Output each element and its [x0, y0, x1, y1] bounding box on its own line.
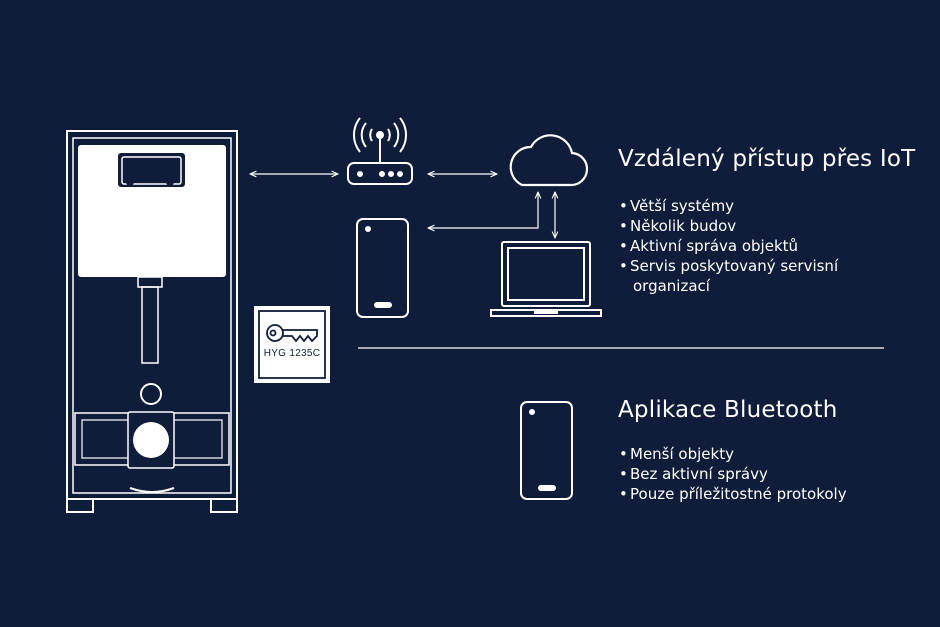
brand-logo: TECE — [160, 247, 203, 264]
list-item: Pouze příležitostné protokoly — [618, 484, 918, 504]
list-item-text: Servis poskytovaný servisní — [630, 257, 839, 275]
phone-cloud-arrow — [428, 192, 538, 228]
list-item: Servis poskytovaný servisní organizací — [618, 256, 918, 296]
laptop-icon — [490, 241, 602, 317]
list-item: Několik budov — [618, 216, 918, 236]
router-icon — [347, 117, 413, 185]
smartphone-icon — [356, 218, 409, 318]
device-label: HYG 1235C — [263, 348, 321, 359]
smartphone-bluetooth-icon — [520, 401, 573, 500]
list-item: Bez aktivní správy — [618, 464, 918, 484]
list-item: Aktivní správa objektů — [618, 236, 918, 256]
list-item: Větší systémy — [618, 196, 918, 216]
list-item-continuation: organizací — [633, 277, 710, 295]
installation-frame-icon — [66, 130, 238, 513]
iot-heading: Vzdálený přístup přes IoT — [618, 146, 916, 172]
list-item: Menší objekty — [618, 444, 918, 464]
bluetooth-heading: Aplikace Bluetooth — [618, 397, 838, 423]
bluetooth-bullet-list: Menší objekty Bez aktivní správy Pouze p… — [618, 444, 918, 504]
iot-bullet-list: Větší systémy Několik budov Aktivní sprá… — [618, 196, 918, 296]
key-icon — [266, 324, 318, 343]
connector-arrows — [250, 174, 555, 238]
cloud-icon — [509, 134, 589, 187]
key-device-icon — [254, 306, 330, 383]
